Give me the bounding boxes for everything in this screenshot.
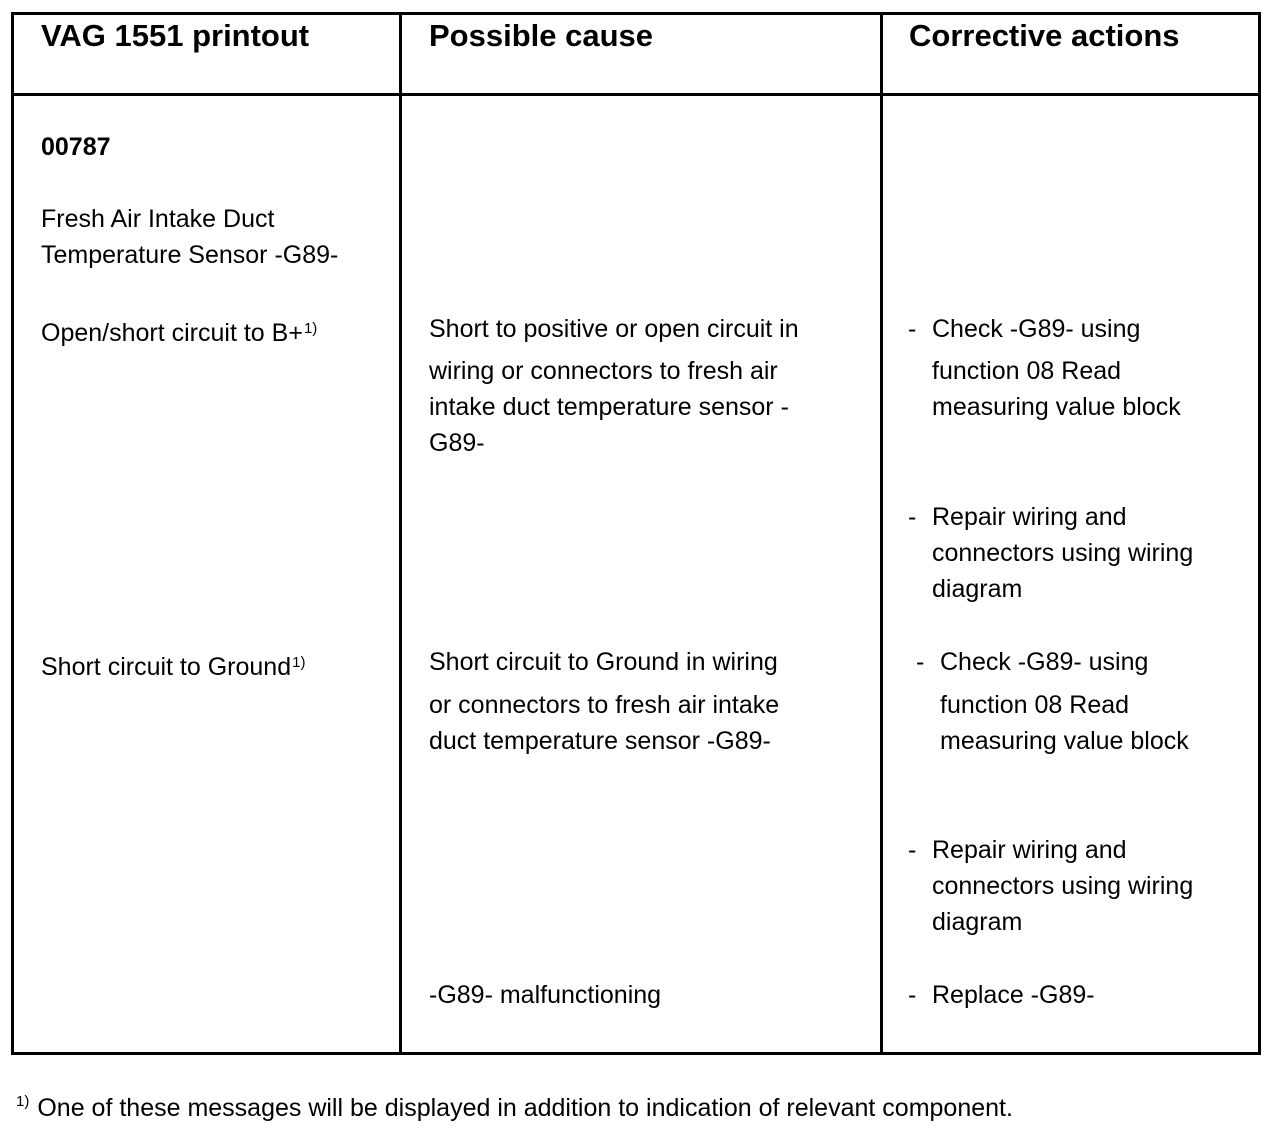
diagnostic-table	[11, 12, 1261, 1055]
cause-1-line3: intake duct temperature sensor -	[429, 393, 789, 421]
cause-2-line3: duct temperature sensor -G89-	[429, 727, 771, 755]
action-2b-line2: connectors using wiring	[932, 872, 1194, 900]
component-name-line2: Temperature Sensor -G89-	[41, 241, 339, 269]
cause-1-line2: wiring or connectors to fresh air	[429, 357, 778, 385]
header-corrective-actions: Corrective actions	[909, 18, 1180, 53]
header-printout: VAG 1551 printout	[41, 18, 310, 53]
footnote-ref: 1)	[292, 654, 306, 671]
cause-3: -G89- malfunctioning	[429, 981, 662, 1009]
action-1a-line1: -Check -G89- using	[908, 315, 1141, 343]
cause-1-line1: Short to positive or open circuit in	[429, 315, 799, 343]
cause-2-line1: Short circuit to Ground in wiring	[429, 648, 778, 676]
header-possible-cause: Possible cause	[429, 18, 654, 53]
action-1b-line1: -Repair wiring and	[908, 503, 1127, 531]
action-2a-line3: measuring value block	[940, 727, 1189, 755]
footnote-text: One of these messages will be displayed …	[37, 1094, 1013, 1122]
component-name-line1: Fresh Air Intake Duct	[41, 205, 275, 233]
action-3-line1: -Replace -G89-	[908, 981, 1095, 1009]
action-1b-line3: diagram	[932, 575, 1023, 603]
printout-open-short-b-plus: Open/short circuit to B+1)	[41, 319, 318, 347]
column-divider-1	[399, 15, 402, 1052]
action-1b-line2: connectors using wiring	[932, 539, 1194, 567]
footnote: 1) One of these messages will be displaye…	[16, 1090, 1013, 1126]
cause-2-line2: or connectors to fresh air intake	[429, 691, 780, 719]
action-2a-line1: -Check -G89- using	[916, 648, 1149, 676]
action-1a-line2: function 08 Read	[932, 357, 1122, 385]
action-2a-line2: function 08 Read	[940, 691, 1130, 719]
header-divider	[14, 93, 1258, 96]
action-2b-line3: diagram	[932, 908, 1023, 936]
footnote-ref: 1)	[303, 320, 318, 337]
fault-code: 00787	[41, 133, 111, 161]
footnote-mark: 1)	[16, 1093, 30, 1110]
action-1a-line3: measuring value block	[932, 393, 1181, 421]
column-divider-2	[880, 15, 883, 1052]
cause-1-line4: G89-	[429, 429, 485, 457]
printout-short-to-ground: Short circuit to Ground1)	[41, 653, 306, 681]
action-2b-line1: -Repair wiring and	[908, 836, 1127, 864]
